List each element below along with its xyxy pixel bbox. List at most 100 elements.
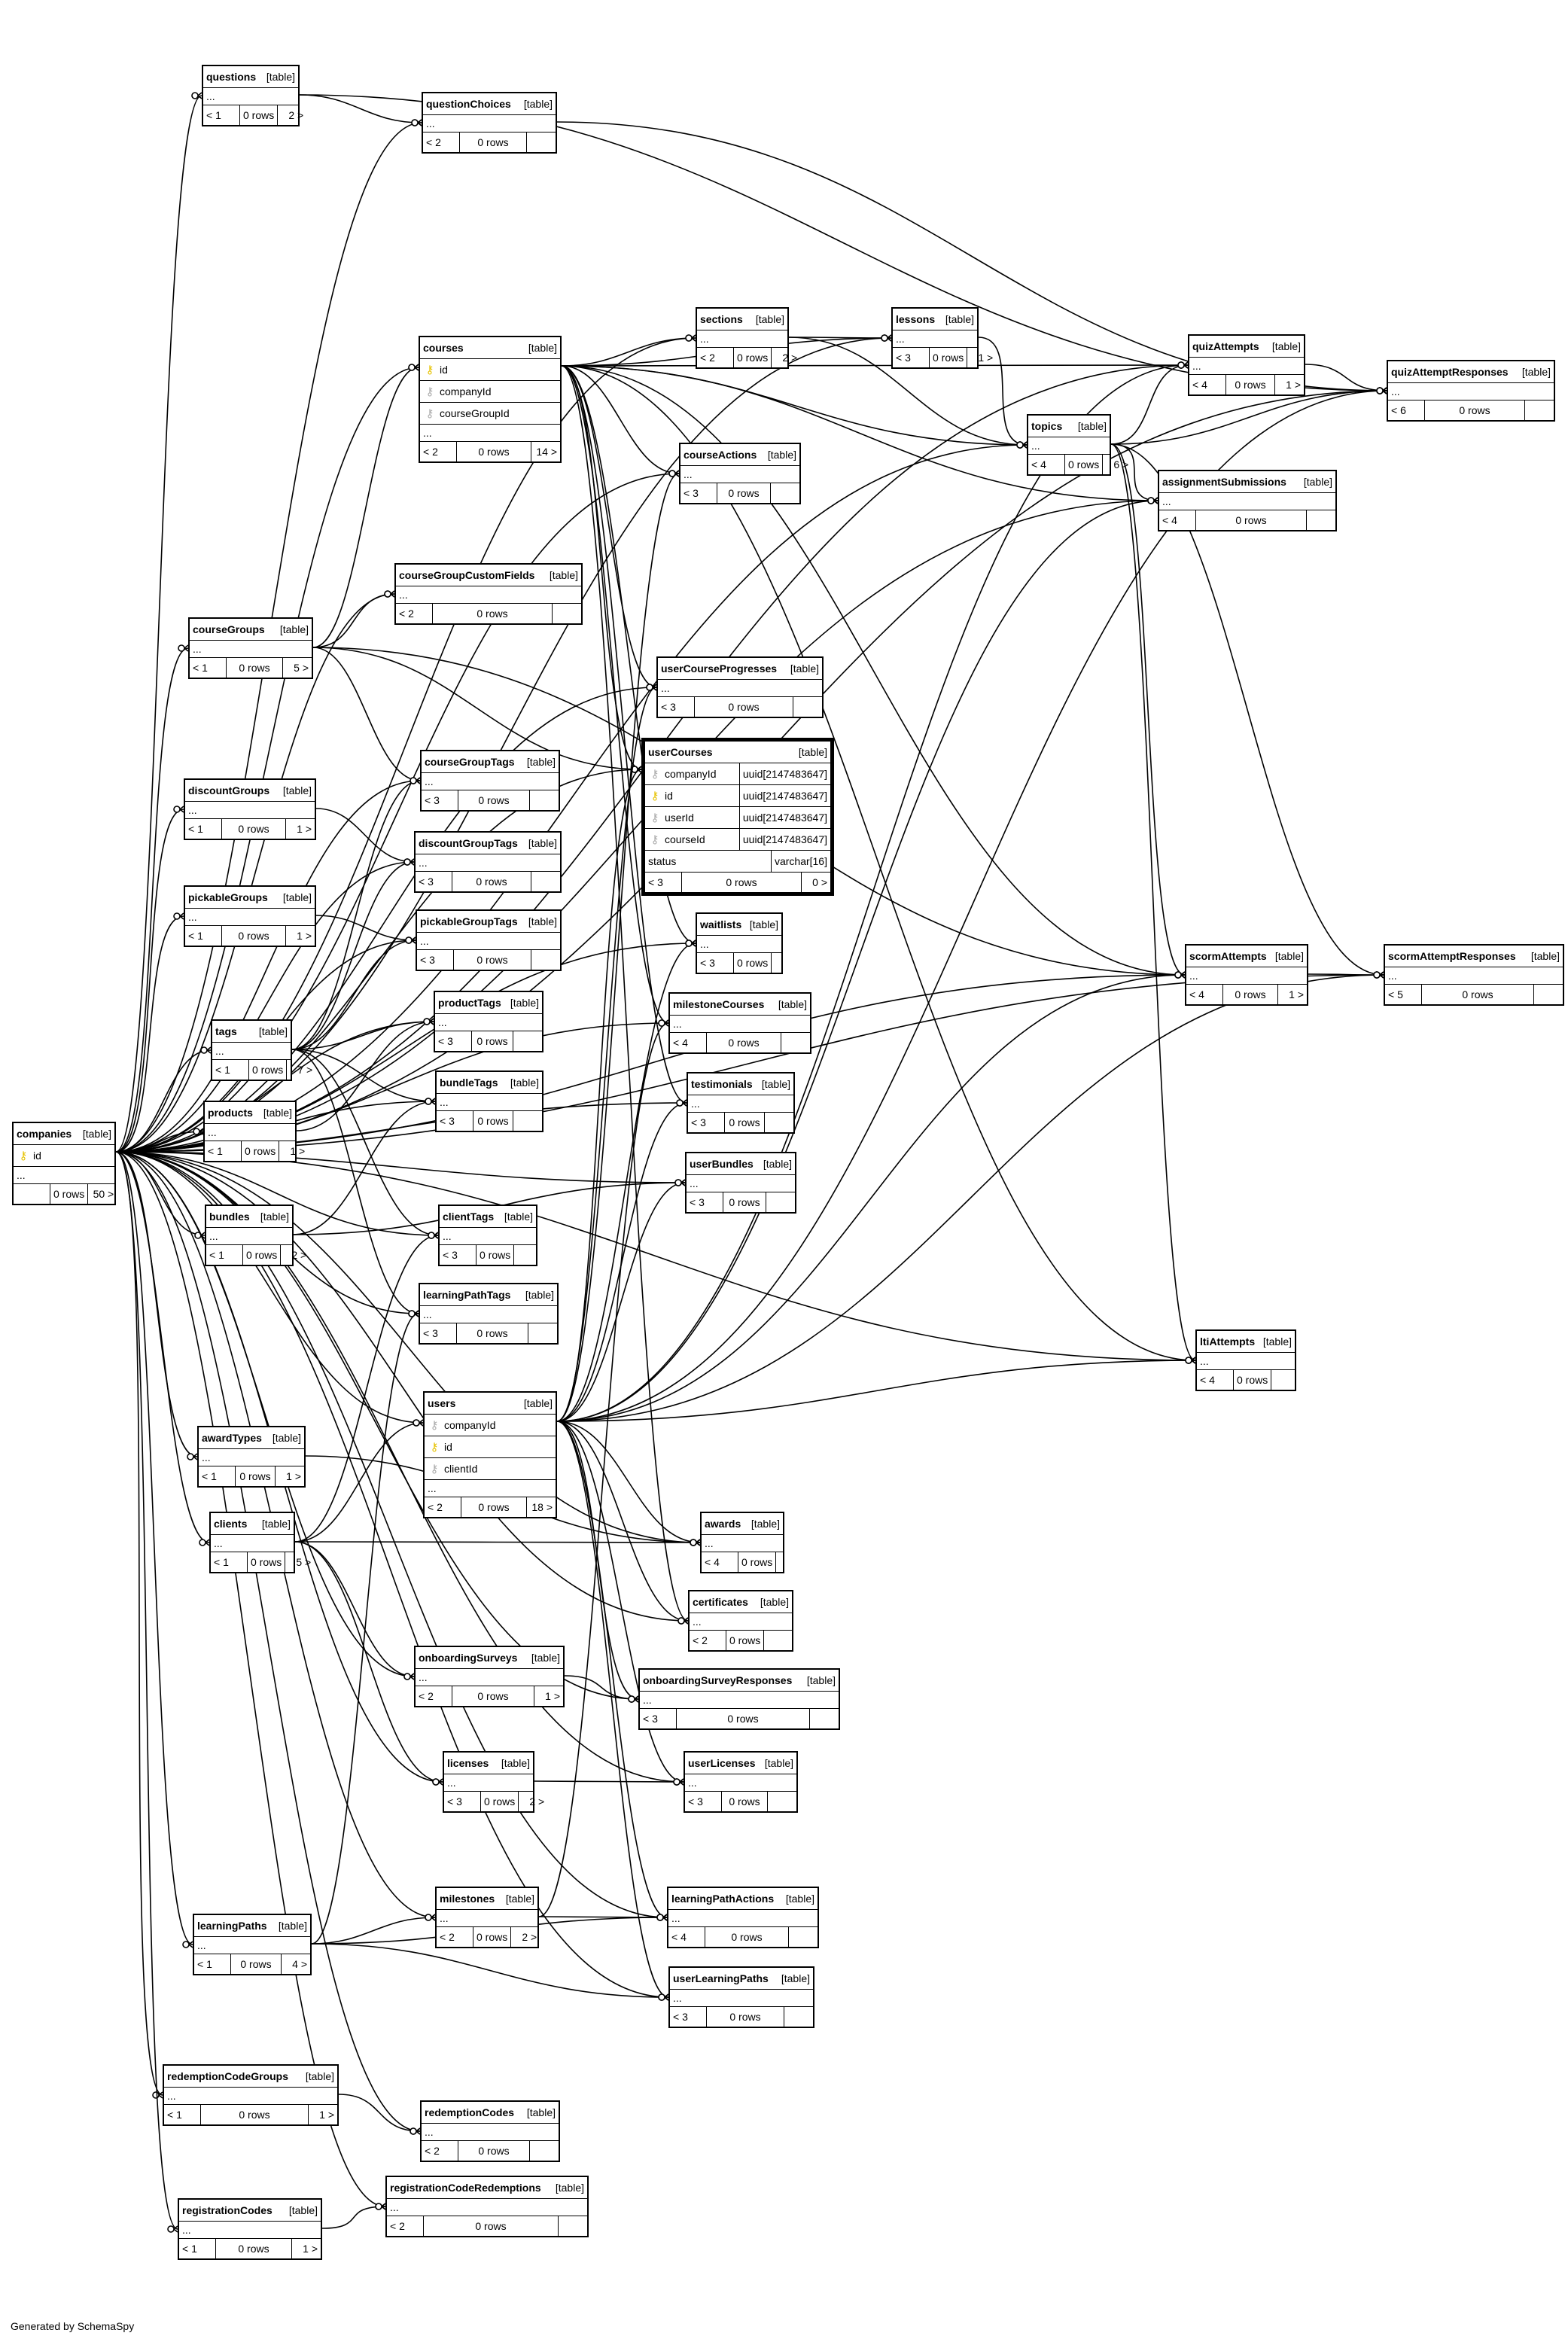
table-name: learningPaths — [197, 1920, 267, 1932]
table-registrationCodeRedemptions[interactable]: registrationCodeRedemptions[table]...< 2… — [385, 2176, 589, 2237]
parents-count: < 3 — [685, 1792, 722, 1811]
relationship-line — [561, 365, 1186, 976]
crowfoot-mark — [206, 1046, 212, 1054]
table-kind: [table] — [755, 313, 784, 325]
table-name: onboardingSurveyResponses — [643, 1674, 793, 1686]
parents-count: < 1 — [194, 1954, 231, 1974]
crowfoot-circle — [1376, 387, 1384, 394]
column-row: ... — [417, 933, 560, 950]
row-count: 0 rows — [236, 1466, 276, 1486]
parents-count: < 3 — [645, 873, 682, 892]
column-name: ... — [419, 857, 428, 869]
table-name: courseGroupTags — [425, 756, 515, 768]
children-count — [789, 1927, 817, 1947]
table-kind: [table] — [767, 449, 796, 461]
column-row: ... — [435, 1014, 542, 1031]
column-type: uuid[2147483647] — [738, 807, 827, 828]
relationship-line — [115, 593, 395, 1153]
table-header: questionChoices[table] — [423, 93, 556, 115]
crowfoot-circle — [425, 1098, 432, 1105]
crowfoot-mark — [199, 1128, 204, 1135]
column-row: ... — [668, 1910, 817, 1927]
relationship-line — [115, 915, 184, 1153]
table-header: quizAttemptResponses[table] — [1388, 361, 1554, 383]
column-name: ... — [896, 333, 905, 345]
table-header: clientTags[table] — [440, 1206, 536, 1228]
relationship-line — [115, 861, 415, 1153]
crowfoot-circle — [658, 1019, 665, 1027]
parents-count: < 1 — [203, 105, 240, 125]
relationship-line — [299, 94, 422, 123]
relationship-line — [115, 1151, 210, 1543]
table-name: bundleTags — [440, 1077, 498, 1089]
table-header: courseGroupCustomFields[table] — [396, 565, 581, 586]
table-kind: [table] — [531, 1652, 560, 1664]
crowfoot-circle — [1147, 497, 1155, 504]
crowfoot-circle — [410, 777, 417, 784]
column-name: ... — [673, 1992, 682, 2004]
table-users[interactable]: users[table]⚷companyId⚷id⚷clientId...< 2… — [423, 1391, 557, 1518]
table-kind: [table] — [282, 891, 312, 903]
table-courses[interactable]: courses[table]⚷id⚷companyId⚷courseGroupI… — [419, 336, 562, 463]
parents-count: < 1 — [190, 658, 227, 678]
crowfoot-mark — [664, 1993, 669, 2001]
table-kind: [table] — [505, 1893, 534, 1905]
row-count: 0 rows — [458, 790, 530, 810]
crowfoot-mark — [411, 936, 416, 944]
crowfoot-mark — [1379, 971, 1384, 979]
